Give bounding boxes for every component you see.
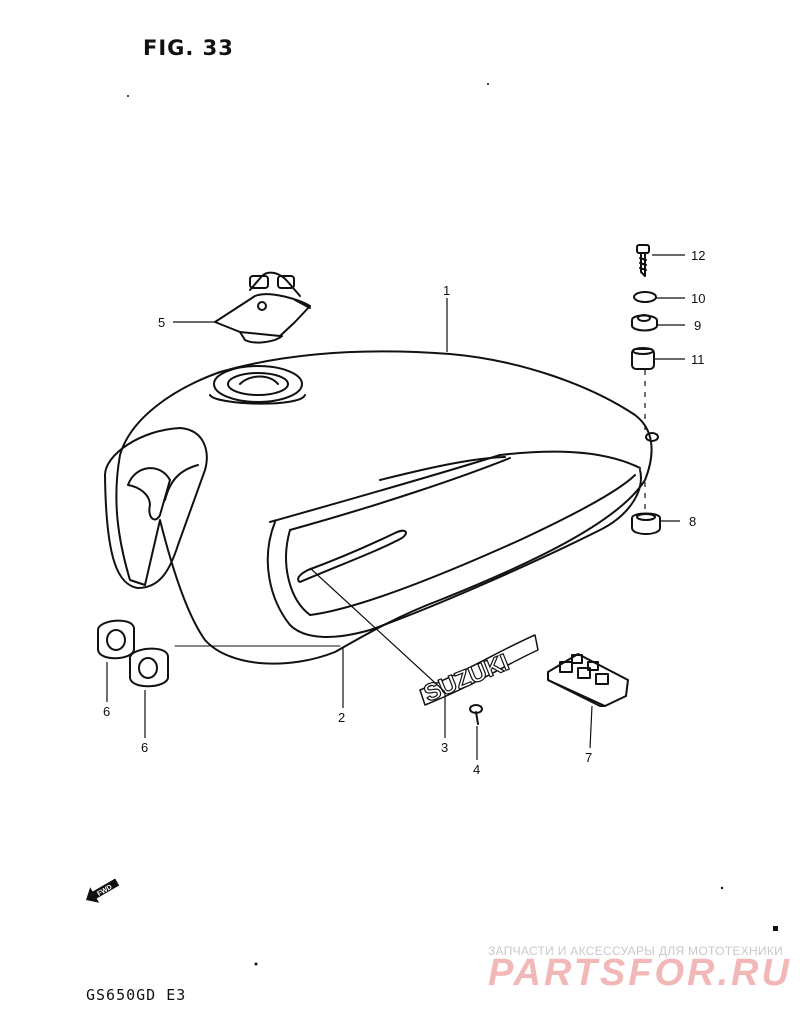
bolt-12 (636, 244, 650, 277)
callout-8: 8 (689, 514, 696, 529)
fuel-tank (104, 350, 659, 665)
cushion-8 (631, 512, 661, 535)
callout-6b: 6 (141, 740, 148, 755)
callout-9: 9 (694, 318, 701, 333)
watermark-logo: PARTSFOR.RU (488, 952, 792, 994)
tank-side-trim (297, 529, 407, 583)
fuel-cap (214, 271, 311, 344)
spacer-11 (631, 347, 655, 370)
watermark-caption: ЗАПЧАСТИ И АКСЕССУАРЫ ДЛЯ МОТОТЕХНИКИ (488, 944, 784, 958)
callout-6a: 6 (103, 704, 110, 719)
callout-5: 5 (158, 315, 165, 330)
scan-dots (127, 83, 778, 966)
callout-7: 7 (585, 750, 592, 765)
figure-title: FIG. 33 (143, 36, 234, 60)
fwd-label: FWD (96, 884, 113, 898)
collar-9 (631, 314, 658, 332)
emblem-text: SUZUKI (420, 649, 513, 708)
callout-11: 11 (691, 352, 705, 367)
cushion-6-right (129, 647, 169, 688)
callout-1: 1 (443, 283, 450, 298)
leader-lines (106, 254, 685, 760)
cushion-6-left (97, 619, 135, 660)
callout-10: 10 (691, 291, 705, 306)
callout-2: 2 (338, 710, 345, 725)
fwd-arrow-icon: FWD (86, 878, 120, 903)
suzuki-emblem (419, 634, 539, 706)
screw-4 (469, 704, 483, 725)
callout-3: 3 (441, 740, 448, 755)
callout-12: 12 (691, 248, 705, 263)
rubber-pad-7 (547, 653, 629, 707)
callout-4: 4 (473, 762, 480, 777)
model-code: GS650GD E3 (86, 986, 187, 1004)
washer-10 (633, 291, 657, 303)
